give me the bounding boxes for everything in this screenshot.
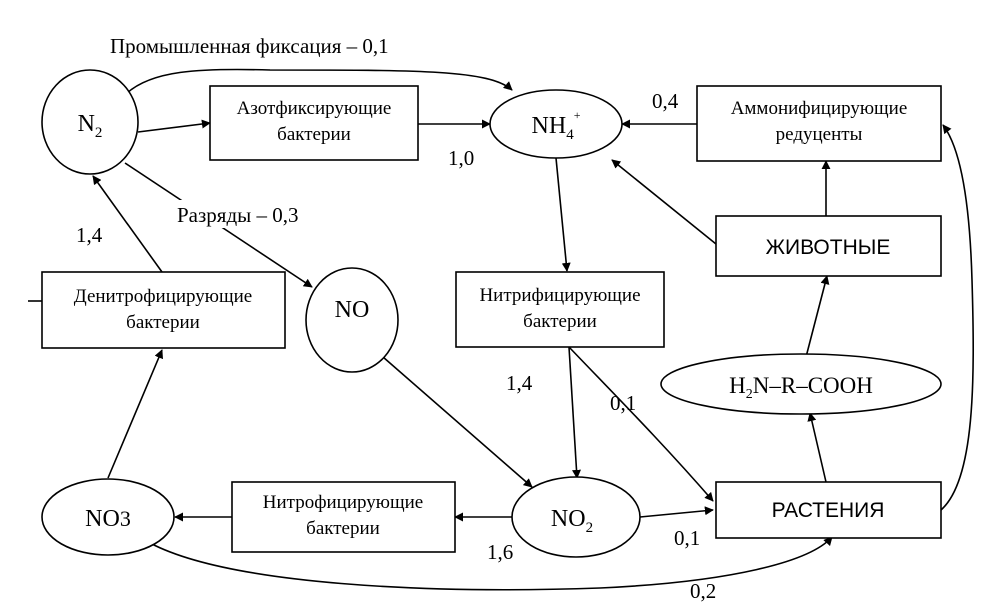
edge-nh4-to-nitrif (555, 157, 571, 272)
svg-text:H2N–R–COOH: H2N–R–COOH (729, 373, 873, 402)
nitrof-line2: бактерии (306, 518, 380, 539)
node-denitrifying-bacteria: Денитрофицирующие бактерии (41, 271, 286, 349)
nh4-label: NH (532, 113, 567, 139)
denitrif-line1: Денитрофицирующие (74, 286, 253, 307)
denitrif-line2: бактерии (126, 312, 200, 333)
no2-sub: 2 (586, 520, 594, 536)
label-industrial-fixation: Промышленная фиксация – 0,1 (110, 34, 389, 58)
ammon-line2: редуценты (776, 124, 863, 145)
plants-label: РАСТЕНИЯ (772, 499, 885, 522)
edge-plants-to-amino (807, 412, 827, 483)
ammon-line1: Аммонифицирующие (731, 98, 908, 119)
edge-no-to-no2 (382, 356, 533, 488)
node-no: NO (305, 267, 399, 373)
no-label: NO (335, 297, 370, 323)
label-denitrif-to-n2: 1,4 (76, 223, 103, 247)
animals-label: ЖИВОТНЫЕ (766, 236, 891, 259)
edge-animals-to-nh4 (611, 159, 717, 245)
label-discharges: Разряды – 0,3 (177, 203, 299, 227)
azotfix-line2: бактерии (277, 124, 351, 145)
label-nitrif-to-no2: 1,4 (506, 371, 533, 395)
label-azot-to-nh4: 1,0 (448, 146, 474, 170)
label-no3-to-plants: 0,2 (690, 579, 716, 603)
edge-nitrif-to-no2 (568, 346, 581, 479)
node-amino-acids: H2N–R–COOH (660, 353, 942, 415)
edge-industrial-fixation (124, 68, 513, 96)
edge-amino-to-animals (805, 275, 830, 358)
label-no2-to-nitrof: 1,6 (487, 540, 513, 564)
node-ammonifying-reducers: Аммонифицирующие редуценты (696, 85, 942, 162)
azotfix-line1: Азотфиксирующие (237, 98, 392, 119)
svg-text:NO3: NO3 (85, 506, 131, 532)
label-no2-to-plants: 0,1 (674, 526, 700, 550)
no3-sub: 3 (120, 506, 131, 531)
node-n2: N2 (41, 69, 139, 175)
node-no3: NO3 (41, 478, 175, 556)
svg-text:N2: N2 (78, 111, 103, 141)
n2-label: N (78, 111, 95, 137)
nitrif-line2: бактерии (523, 311, 597, 332)
nitrof-line1: Нитрофицирующие (263, 492, 423, 513)
label-ammon-to-nh4: 0,4 (652, 89, 679, 113)
edge-labels: Промышленная фиксация – 0,1 Разряды – 0,… (76, 30, 716, 603)
edge-no3-to-denitrif (107, 349, 163, 479)
edge-no2-to-plants (639, 506, 714, 518)
amino-rest: N–R–COOH (753, 373, 873, 398)
amino-sub: 2 (746, 387, 753, 402)
no2-label: NO (551, 506, 586, 532)
nh4-sup: + (574, 108, 581, 122)
edge-denitrif-to-n2 (92, 175, 163, 273)
label-nitrif-to-plants: 0,1 (610, 391, 636, 415)
edge-n2-to-azotfix (137, 119, 211, 133)
edge-nitrif-to-plants (568, 346, 714, 502)
edge-no3-to-plants (149, 536, 833, 591)
node-animals: ЖИВОТНЫЕ (715, 215, 942, 277)
nh4-sub: 4 (566, 127, 574, 143)
node-nitrifying-bacteria: Нитрифицирующие бактерии (455, 271, 665, 348)
node-nh4: NH4+ (489, 89, 623, 159)
node-no2: NO2 (511, 476, 641, 558)
n2-sub: 2 (95, 125, 103, 141)
node-nitrofying-bacteria: Нитрофицирующие бактерии (231, 481, 456, 553)
amino-label: H (729, 373, 746, 398)
node-azotfix-bacteria: Азотфиксирующие бактерии (209, 85, 419, 161)
edge-plants-to-ammon (940, 124, 975, 511)
svg-text:NO2: NO2 (551, 506, 593, 536)
node-plants: РАСТЕНИЯ (715, 481, 942, 539)
no3-label: NO (85, 506, 120, 532)
svg-text:NH4+: NH4+ (532, 108, 581, 143)
nitrif-line1: Нитрифицирующие (479, 285, 640, 306)
